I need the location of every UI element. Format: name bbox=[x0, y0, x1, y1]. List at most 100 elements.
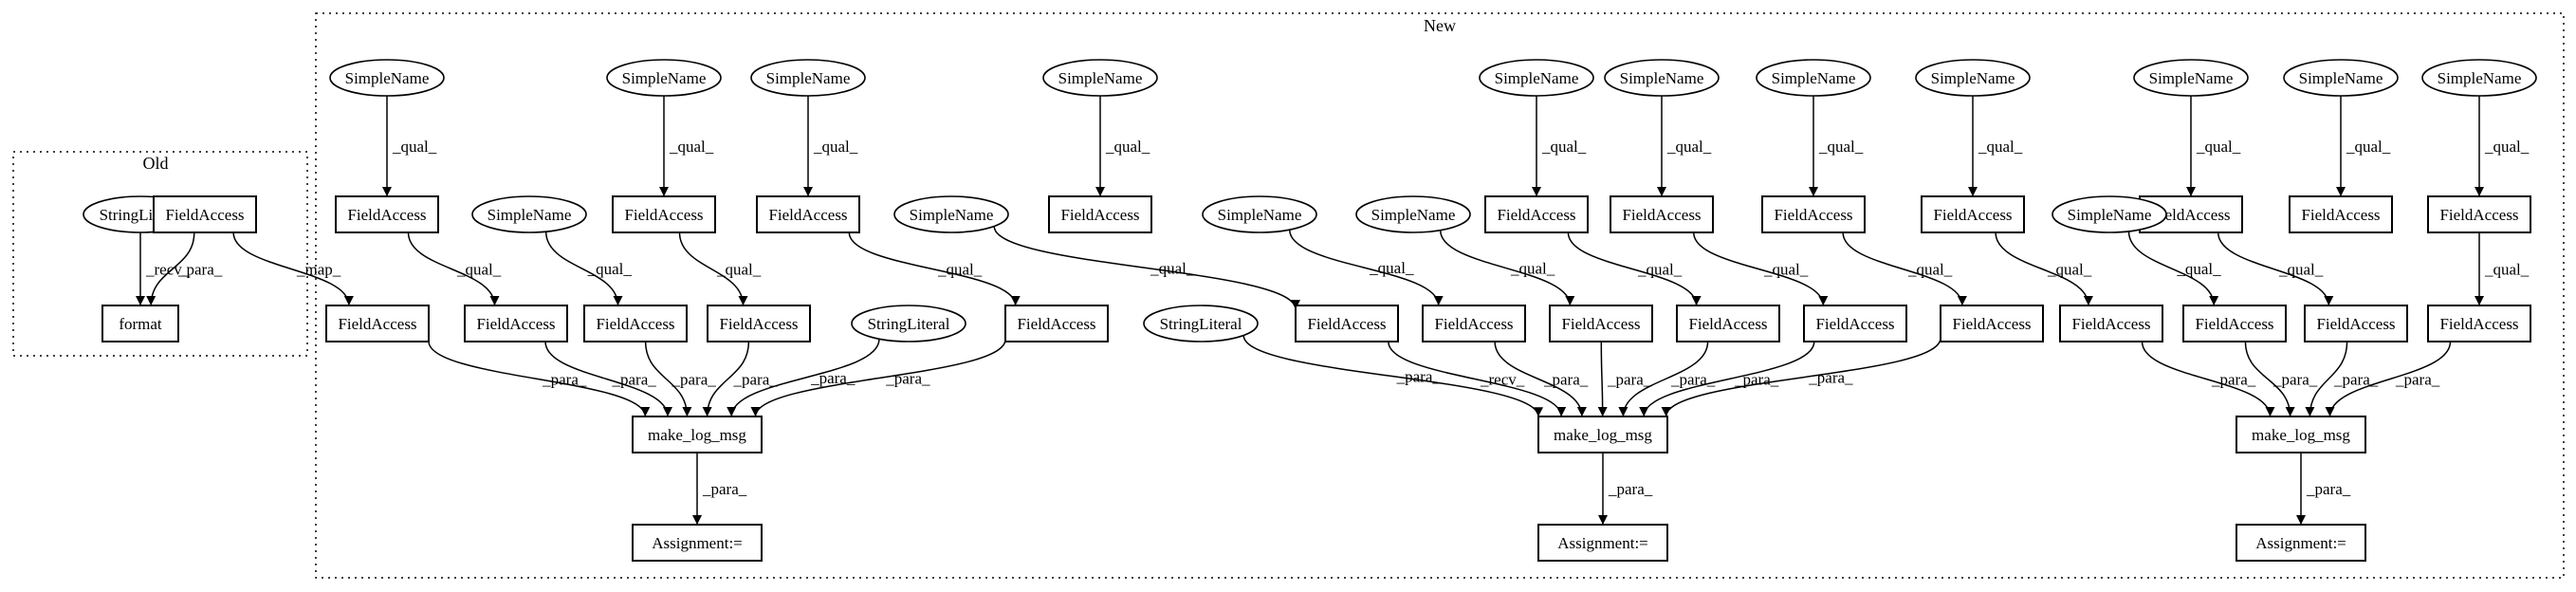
node-ellipse-shape bbox=[1915, 59, 2031, 97]
edge-b14-m3: _para_ bbox=[2305, 341, 2379, 417]
edge-label: _map_ bbox=[296, 261, 341, 279]
node-label: SimpleName bbox=[1772, 69, 1856, 87]
node-box-shape bbox=[2236, 416, 2366, 453]
node-label: Assignment:= bbox=[1557, 534, 1648, 552]
edge-label: _para_ bbox=[2306, 480, 2351, 498]
cluster-border bbox=[12, 151, 308, 357]
edge-label: _qual_ bbox=[2196, 138, 2241, 156]
node-box-shape bbox=[2304, 305, 2408, 342]
edge-fa6-b10: _qual_ bbox=[1692, 231, 1829, 306]
node-ellipse-shape bbox=[1756, 59, 1871, 97]
node-label: SimpleName bbox=[2068, 206, 2152, 224]
node-label: SimpleName bbox=[2299, 69, 2383, 87]
cluster-label: New bbox=[1424, 16, 1456, 35]
node-box-shape bbox=[2289, 195, 2393, 233]
node-box-shape bbox=[1004, 305, 1109, 342]
node-label: format bbox=[119, 315, 162, 333]
node-ellipse-shape bbox=[1202, 195, 1317, 233]
edge-line bbox=[1388, 341, 1567, 417]
node-box-shape bbox=[464, 305, 568, 342]
node-b14: FieldAccess bbox=[2304, 305, 2408, 342]
edge-label: _para_ bbox=[2272, 371, 2318, 389]
edge-fa2-b4: _qual_ bbox=[678, 231, 762, 306]
node-box-shape bbox=[612, 195, 716, 233]
edge-sn4-fa4: _qual_ bbox=[1095, 96, 1150, 196]
node-fa5: FieldAccess bbox=[1484, 195, 1589, 233]
edge-b5-m1: _para_ bbox=[750, 339, 1006, 417]
node-sn11: SimpleName bbox=[2421, 59, 2537, 97]
edge-label: _qual_ bbox=[813, 138, 858, 156]
edge-label: _qual_ bbox=[1978, 138, 2023, 156]
edge-b15-m3: _para_ bbox=[2325, 341, 2452, 417]
edge-line bbox=[1288, 230, 1444, 306]
node-label: SimpleName bbox=[1495, 69, 1579, 87]
node-box-shape bbox=[1921, 195, 2025, 233]
node-sl2: StringLiteral bbox=[1143, 305, 1259, 342]
edge-fa8-b12: _qual_ bbox=[1995, 231, 2093, 306]
node-label: FieldAccess bbox=[1774, 206, 1852, 224]
node-label: SimpleName bbox=[2149, 69, 2234, 87]
node-sn1: SimpleName bbox=[329, 59, 445, 97]
edge-sn9-fa9: _qual_ bbox=[2186, 95, 2241, 196]
node-sn6: SimpleName bbox=[1604, 59, 1720, 97]
node-box-shape bbox=[1940, 305, 2044, 342]
node-ellipse-shape bbox=[1604, 59, 1720, 97]
node-label: Assignment:= bbox=[2255, 534, 2346, 552]
node-label: Assignment:= bbox=[652, 534, 743, 552]
node-ellipse-shape bbox=[1355, 195, 1471, 233]
node-label: FieldAccess bbox=[596, 315, 674, 333]
node-fa11: FieldAccess bbox=[2427, 195, 2531, 233]
edge-sl2-m2: _para_ bbox=[1242, 335, 1543, 417]
node-label: FieldAccess bbox=[2195, 315, 2273, 333]
node-b15: FieldAccess bbox=[2427, 305, 2531, 342]
node-label: FieldAccess bbox=[1952, 315, 2031, 333]
edge-label: _qual_ bbox=[1763, 261, 1809, 279]
edge-label: _qual_ bbox=[392, 138, 437, 156]
edge-label: _qual_ bbox=[456, 261, 502, 279]
node-box-shape bbox=[1761, 195, 1866, 233]
edge-line bbox=[678, 231, 748, 306]
node-ellipse-shape bbox=[851, 305, 966, 342]
edge-label: _qual_ bbox=[587, 260, 633, 278]
edge-line bbox=[544, 341, 672, 417]
edge-line bbox=[2141, 341, 2275, 417]
node-box-shape bbox=[2427, 195, 2531, 233]
edge-line bbox=[1242, 335, 1543, 417]
edge-fa11-b15: _qual_ bbox=[2475, 232, 2530, 305]
edge-b3-m1: _para_ bbox=[644, 341, 716, 417]
node-sn15: SimpleName bbox=[1355, 195, 1471, 233]
edge-m2-a2: _para_ bbox=[1598, 452, 1653, 525]
node-label: SimpleName bbox=[1931, 69, 2015, 87]
node-label: SimpleName bbox=[1218, 206, 1302, 224]
node-box-shape bbox=[756, 195, 860, 233]
edge-line bbox=[544, 231, 623, 306]
edge-sn3-fa3: _qual_ bbox=[803, 96, 858, 196]
node-b12: FieldAccess bbox=[2059, 305, 2163, 342]
node-b13: FieldAccess bbox=[2182, 305, 2287, 342]
node-box-shape bbox=[1422, 305, 1526, 342]
edge-line bbox=[644, 341, 692, 417]
node-ellipse-shape bbox=[2133, 59, 2249, 97]
edge-sn12-b3: _qual_ bbox=[544, 231, 633, 306]
edge-line bbox=[2244, 341, 2295, 417]
node-ellipse-shape bbox=[2283, 59, 2399, 97]
node-sn14: SimpleName bbox=[1202, 195, 1317, 233]
edge-label: _para_ bbox=[2395, 371, 2440, 389]
node-box-shape bbox=[1610, 195, 1714, 233]
edge-line bbox=[1567, 231, 1702, 306]
edge-b1-m1: _para_ bbox=[428, 341, 651, 417]
node-o_fa: FieldAccess bbox=[153, 195, 257, 233]
node-label: FieldAccess bbox=[624, 206, 703, 224]
node-b8: FieldAccess bbox=[1549, 305, 1653, 342]
edge-label: _para_ bbox=[1608, 480, 1653, 498]
node-ellipse-shape bbox=[2421, 59, 2537, 97]
node-sn12: SimpleName bbox=[471, 195, 587, 233]
edge-line bbox=[2305, 341, 2348, 417]
node-b6: FieldAccess bbox=[1295, 305, 1399, 342]
edge-b12-m3: _para_ bbox=[2141, 341, 2275, 417]
edge-fa5-b9: _qual_ bbox=[1567, 231, 1702, 306]
node-ellipse-shape bbox=[1479, 59, 1594, 97]
node-ellipse-shape bbox=[2052, 195, 2167, 233]
node-a1: Assignment:= bbox=[632, 524, 763, 562]
edge-label: _para_ bbox=[885, 369, 930, 387]
